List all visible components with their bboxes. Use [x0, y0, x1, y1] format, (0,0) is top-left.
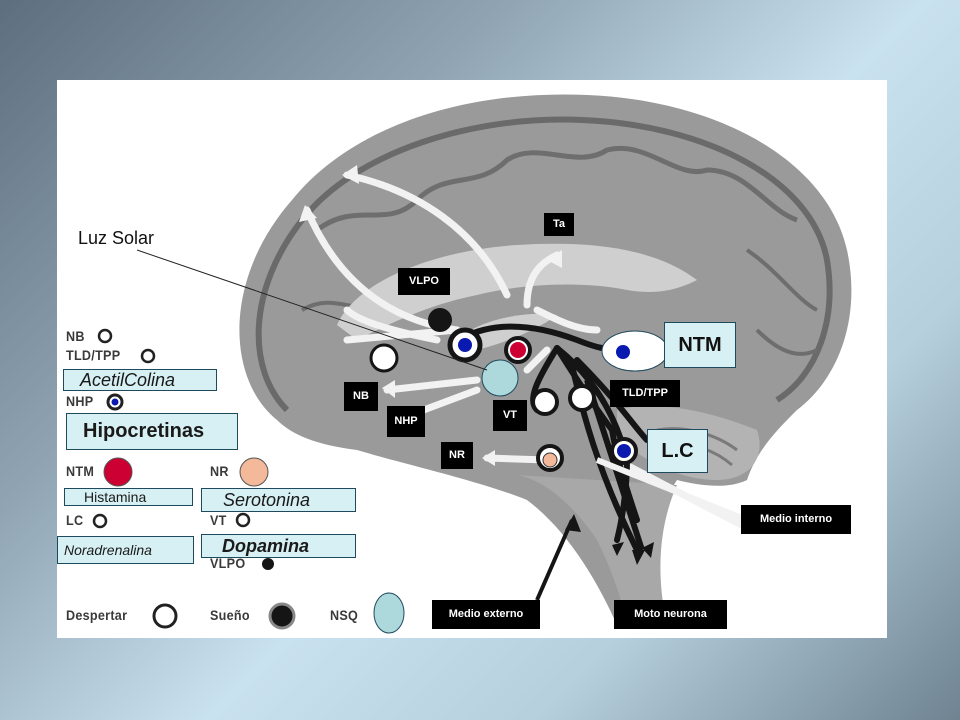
- luz-solar-pointer: [136, 249, 488, 371]
- acetilcolina-box: AcetilColina: [63, 369, 217, 391]
- nsq-legend-oval: [373, 592, 405, 634]
- legend-sueno: Sueño: [210, 607, 250, 623]
- legend-nhp: NHP: [66, 393, 94, 409]
- label-nr: NR: [441, 442, 473, 469]
- serotonina-box: Serotonina: [201, 488, 356, 512]
- noradrenalina-box: Noradrenalina: [57, 536, 194, 564]
- legend-glyphs: [92, 328, 405, 634]
- label-medio-externo: Medio externo: [432, 600, 540, 629]
- luz-solar-label: Luz Solar: [78, 228, 155, 248]
- label-nb: NB: [344, 382, 378, 411]
- nsq-marker: [481, 359, 519, 397]
- acetilcolina-marker: [458, 338, 472, 352]
- vt-nucleus: [531, 388, 559, 416]
- label-vt: VT: [493, 400, 527, 431]
- legend-nb: NB: [66, 328, 85, 344]
- label-nhp: NHP: [387, 406, 425, 437]
- legend-lc: LC: [66, 512, 84, 528]
- ntm-oval: [601, 330, 669, 372]
- legend-nr: NR: [210, 463, 229, 479]
- legend-despertar: Despertar: [66, 607, 128, 623]
- hipocretinas-box: Hipocretinas: [66, 413, 238, 450]
- histamina-box: Histamina: [64, 488, 193, 506]
- despertar-legend-circle: [152, 603, 178, 629]
- diagram-panel: Ta VLPO NB NHP VT TLD/TPP NR Medio inter…: [57, 80, 887, 638]
- medio-externo-arrowhead: [565, 514, 581, 532]
- label-ta: Ta: [544, 213, 574, 236]
- medio-interno-line: [595, 457, 749, 523]
- histamina-marker: [510, 342, 526, 358]
- label-moto-neurona: Moto neurona: [614, 600, 727, 629]
- lc-blue-marker: [617, 444, 631, 458]
- ntm-blue-marker: [616, 345, 630, 359]
- label-medio-interno: Medio interno: [741, 505, 851, 534]
- ntm-legend-circle: [103, 457, 133, 487]
- dopamina-box: Dopamina: [201, 534, 356, 558]
- medio-externo-arrow: [535, 519, 574, 601]
- legend-nsq: NSQ: [330, 607, 359, 623]
- tld-nucleus: [568, 384, 596, 412]
- nr-legend-circle: [239, 457, 269, 487]
- serotonina-marker: [542, 452, 558, 468]
- lc-callout: L.C: [647, 429, 708, 473]
- legend-vt: VT: [210, 512, 227, 528]
- ntm-callout: NTM: [664, 322, 736, 368]
- nb-nucleus: [369, 343, 399, 373]
- vlpo-nucleus: [428, 308, 452, 332]
- legend-ntm: NTM: [66, 463, 95, 479]
- label-vlpo: VLPO: [398, 268, 450, 295]
- sueno-legend-circle: [268, 602, 296, 630]
- legend-vlpo: VLPO: [210, 555, 246, 571]
- label-tld-tpp: TLD/TPP: [610, 380, 680, 407]
- legend-tld-tpp: TLD/TPP: [66, 347, 121, 363]
